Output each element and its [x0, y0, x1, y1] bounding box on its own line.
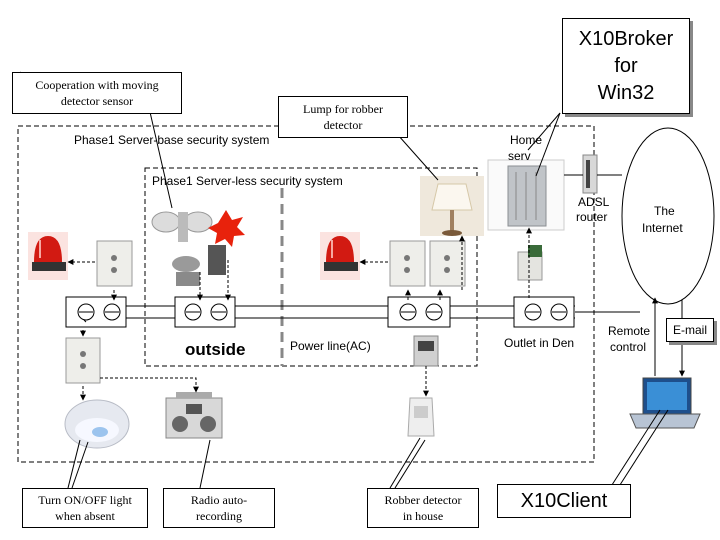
detector-unit-icon	[407, 335, 439, 437]
remote-label-1: Remote	[608, 324, 651, 338]
x10broker-line2: for	[614, 54, 638, 77]
remote-label-2: control	[610, 340, 647, 354]
x10client-label: X10Client	[520, 489, 608, 512]
callout-cooperation-line2: detector sensor	[60, 94, 134, 108]
floor-lamp-icon	[420, 176, 484, 236]
outlet-strip-mid	[174, 296, 236, 328]
callout-lump-line1: Lump for robber	[303, 102, 383, 116]
power-line-rails	[68, 305, 575, 319]
internet-label-2: Internet	[642, 221, 683, 235]
x10broker-line1: X10Broker	[578, 27, 674, 50]
home-server-label-2: serv	[508, 149, 531, 163]
outlet-strip-right	[387, 296, 451, 328]
ceiling-light-icon	[64, 399, 130, 449]
x10broker-line3: Win32	[597, 81, 655, 104]
laptop-icon	[629, 377, 701, 429]
robber-line2: in house	[402, 509, 444, 523]
callout-robber: Robber detector in house	[367, 488, 479, 528]
motion-sensor-light-icon	[151, 211, 226, 286]
callout-x10broker: X10Broker for Win32	[562, 18, 690, 114]
outlet-strip-left	[65, 296, 127, 328]
callout-cooperation: Cooperation with moving detector sensor	[12, 72, 182, 114]
outside-label: outside	[185, 340, 246, 359]
callout-lump: Lump for robber detector	[278, 96, 408, 138]
radio-line1: Radio auto-	[190, 493, 248, 507]
adsl-router-icon	[582, 154, 598, 194]
radio-cassette-icon	[165, 392, 223, 439]
internet-cloud	[621, 127, 715, 305]
radio-line2: recording	[196, 509, 242, 523]
x10-module-icon	[65, 240, 466, 384]
server-less-region	[144, 167, 478, 367]
outlet-den-label: Outlet in Den	[504, 336, 575, 350]
callout-email: E-mail	[666, 318, 714, 342]
email-label: E-mail	[672, 323, 707, 337]
signal-arrows	[67, 227, 532, 401]
turn-on-off-line1: Turn ON/OFF light	[38, 493, 132, 507]
home-server-label-1: Home	[510, 133, 543, 147]
power-line-label: Power line(AC)	[290, 339, 371, 353]
alert-burst-icon	[208, 210, 245, 247]
outlet-strip-den	[513, 296, 575, 328]
callout-radio: Radio auto- recording	[163, 488, 275, 528]
internet-label-1: The	[654, 204, 675, 218]
phase1-server-base-label: Phase1 Server-base security system	[74, 133, 270, 147]
robber-line1: Robber detector	[384, 493, 462, 507]
home-server-icon	[487, 159, 565, 231]
callout-x10client: X10Client	[497, 484, 631, 518]
siren-left-icon	[28, 232, 68, 280]
callout-turn-on-off: Turn ON/OFF light when absent	[22, 488, 148, 528]
callout-lump-line2: detector	[323, 118, 363, 132]
outlet-icon	[517, 245, 543, 281]
adsl-label-2: router	[576, 210, 608, 224]
callout-cooperation-line1: Cooperation with moving	[35, 78, 159, 92]
adsl-label-1: ADSL	[578, 195, 610, 209]
siren-right-icon	[320, 232, 360, 280]
turn-on-off-line2: when absent	[55, 509, 115, 523]
phase1-server-less-label: Phase1 Server-less security system	[152, 174, 343, 188]
